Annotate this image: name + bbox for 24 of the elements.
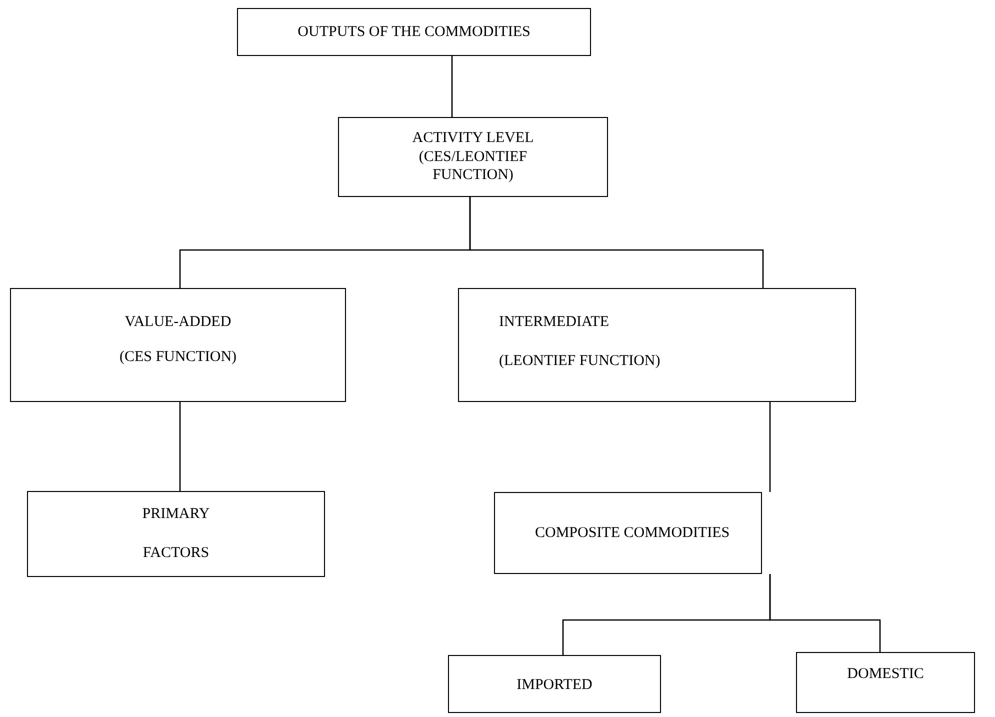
process-box	[27, 491, 325, 577]
connector-line	[451, 56, 453, 117]
process-box	[10, 288, 346, 402]
process-box	[494, 492, 762, 574]
box-label: DOMESTIC	[847, 665, 924, 684]
box-label: PRIMARY	[142, 505, 210, 524]
box-label: INTERMEDIATE	[499, 313, 609, 332]
process-box	[796, 652, 975, 713]
box-label: IMPORTED	[516, 676, 592, 695]
box-label: (LEONTIEF FUNCTION)	[499, 352, 660, 370]
box-label: ACTIVITY LEVEL (CES/LEONTIEF FUNCTION)	[411, 128, 535, 186]
process-box	[237, 8, 591, 56]
connector-line	[769, 574, 881, 652]
connector-line	[179, 402, 181, 491]
box-label: VALUE-ADDED	[124, 313, 232, 332]
box-label: OUTPUTS OF THE COMMODITIES	[298, 22, 530, 42]
process-box	[338, 117, 608, 197]
process-box	[448, 655, 661, 713]
box-label: (CES FUNCTION)	[119, 348, 237, 366]
box-label: FACTORS	[142, 544, 210, 563]
process-box	[458, 288, 856, 402]
connector-line	[469, 197, 764, 288]
connector-line	[769, 402, 771, 492]
box-label: COMPOSITE COMMODITIES	[535, 524, 730, 542]
